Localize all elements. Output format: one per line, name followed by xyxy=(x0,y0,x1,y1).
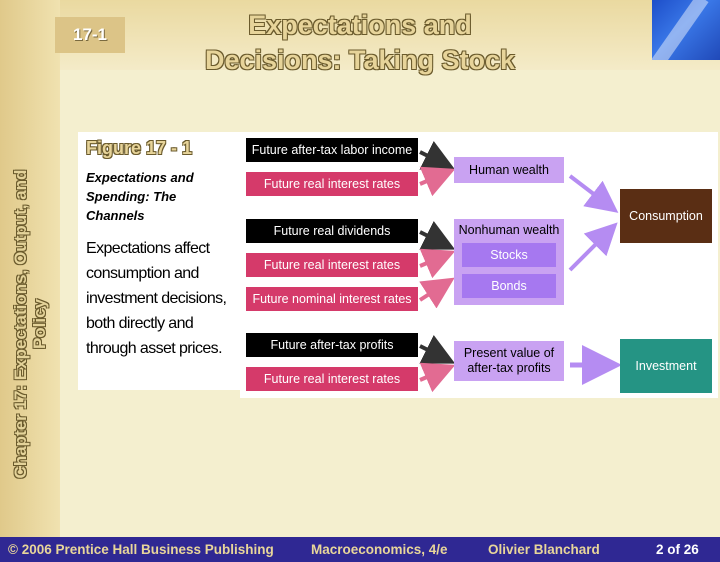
box-consumption: Consumption xyxy=(620,189,712,243)
figure-label: Figure 17 - 1 xyxy=(86,138,193,158)
box-present-value: Present value of after-tax profits xyxy=(454,341,564,381)
box-after-tax-profits: Future after-tax profits xyxy=(246,333,418,357)
arrow-profits-to-pv xyxy=(419,334,456,364)
present-value-line2: after-tax profits xyxy=(467,361,551,375)
channels-diagram: Future after-tax labor income Future rea… xyxy=(240,132,718,398)
arrows-layer xyxy=(418,140,622,393)
box-real-interest-2: Future real interest rates xyxy=(246,253,418,277)
footer-bar: © 2006 Prentice Hall Business Publishing… xyxy=(0,537,720,562)
chapter-vertical-title: Chapter 17: Expectations, Output, and Po… xyxy=(11,124,49,524)
box-investment: Investment xyxy=(620,339,712,393)
box-labor-income: Future after-tax labor income xyxy=(246,138,418,162)
footer-copyright: © 2006 Prentice Hall Business Publishing xyxy=(8,542,274,557)
box-nominal-interest: Future nominal interest rates xyxy=(246,287,418,311)
figure-caption-panel: Figure 17 - 1 Expectations and Spending:… xyxy=(78,132,240,390)
arrow-nominal-to-nonhuman xyxy=(418,277,455,309)
left-sidebar xyxy=(0,0,60,537)
figure-subtitle: Expectations and Spending: The Channels xyxy=(86,170,194,223)
box-nonhuman-wealth: Nonhuman wealth Stocks Bonds xyxy=(454,219,564,305)
arrow-rate1-to-human xyxy=(419,166,456,197)
slide-title: Expectations and Decisions: Taking Stock xyxy=(140,8,580,78)
arrow-dividends-to-nonhuman xyxy=(419,220,456,250)
footer-author: Olivier Blanchard xyxy=(488,542,600,557)
slide-title-line1: Expectations and xyxy=(248,10,472,40)
box-bonds: Bonds xyxy=(462,274,556,298)
footer-page-number: 2 of 26 xyxy=(656,542,699,557)
box-stocks: Stocks xyxy=(462,243,556,267)
box-real-interest-1: Future real interest rates xyxy=(246,172,418,196)
box-real-interest-3: Future real interest rates xyxy=(246,367,418,391)
present-value-line1: Present value of xyxy=(463,346,555,360)
figure-body-text: Expectations affect consumption and inve… xyxy=(86,240,227,357)
arrow-rate3-to-pv xyxy=(419,362,456,393)
nonhuman-wealth-label: Nonhuman wealth xyxy=(458,223,560,237)
arrow-rate2-to-nonhuman xyxy=(419,248,456,279)
arrow-human-to-consumption xyxy=(568,174,619,213)
chapter-title-line1: Chapter 17: Expectations, Output, and xyxy=(11,169,30,479)
arrow-labor-to-human xyxy=(419,140,456,170)
slide-number-badge: 17-1 xyxy=(55,17,125,53)
arrow-nonhuman-to-consumption xyxy=(568,222,618,272)
slide-title-line2: Decisions: Taking Stock xyxy=(204,45,516,75)
box-real-dividends: Future real dividends xyxy=(246,219,418,243)
chapter-title-line2: Policy xyxy=(30,298,49,350)
box-human-wealth: Human wealth xyxy=(454,157,564,183)
footer-book: Macroeconomics, 4/e xyxy=(311,542,448,557)
corner-decoration xyxy=(652,0,720,60)
